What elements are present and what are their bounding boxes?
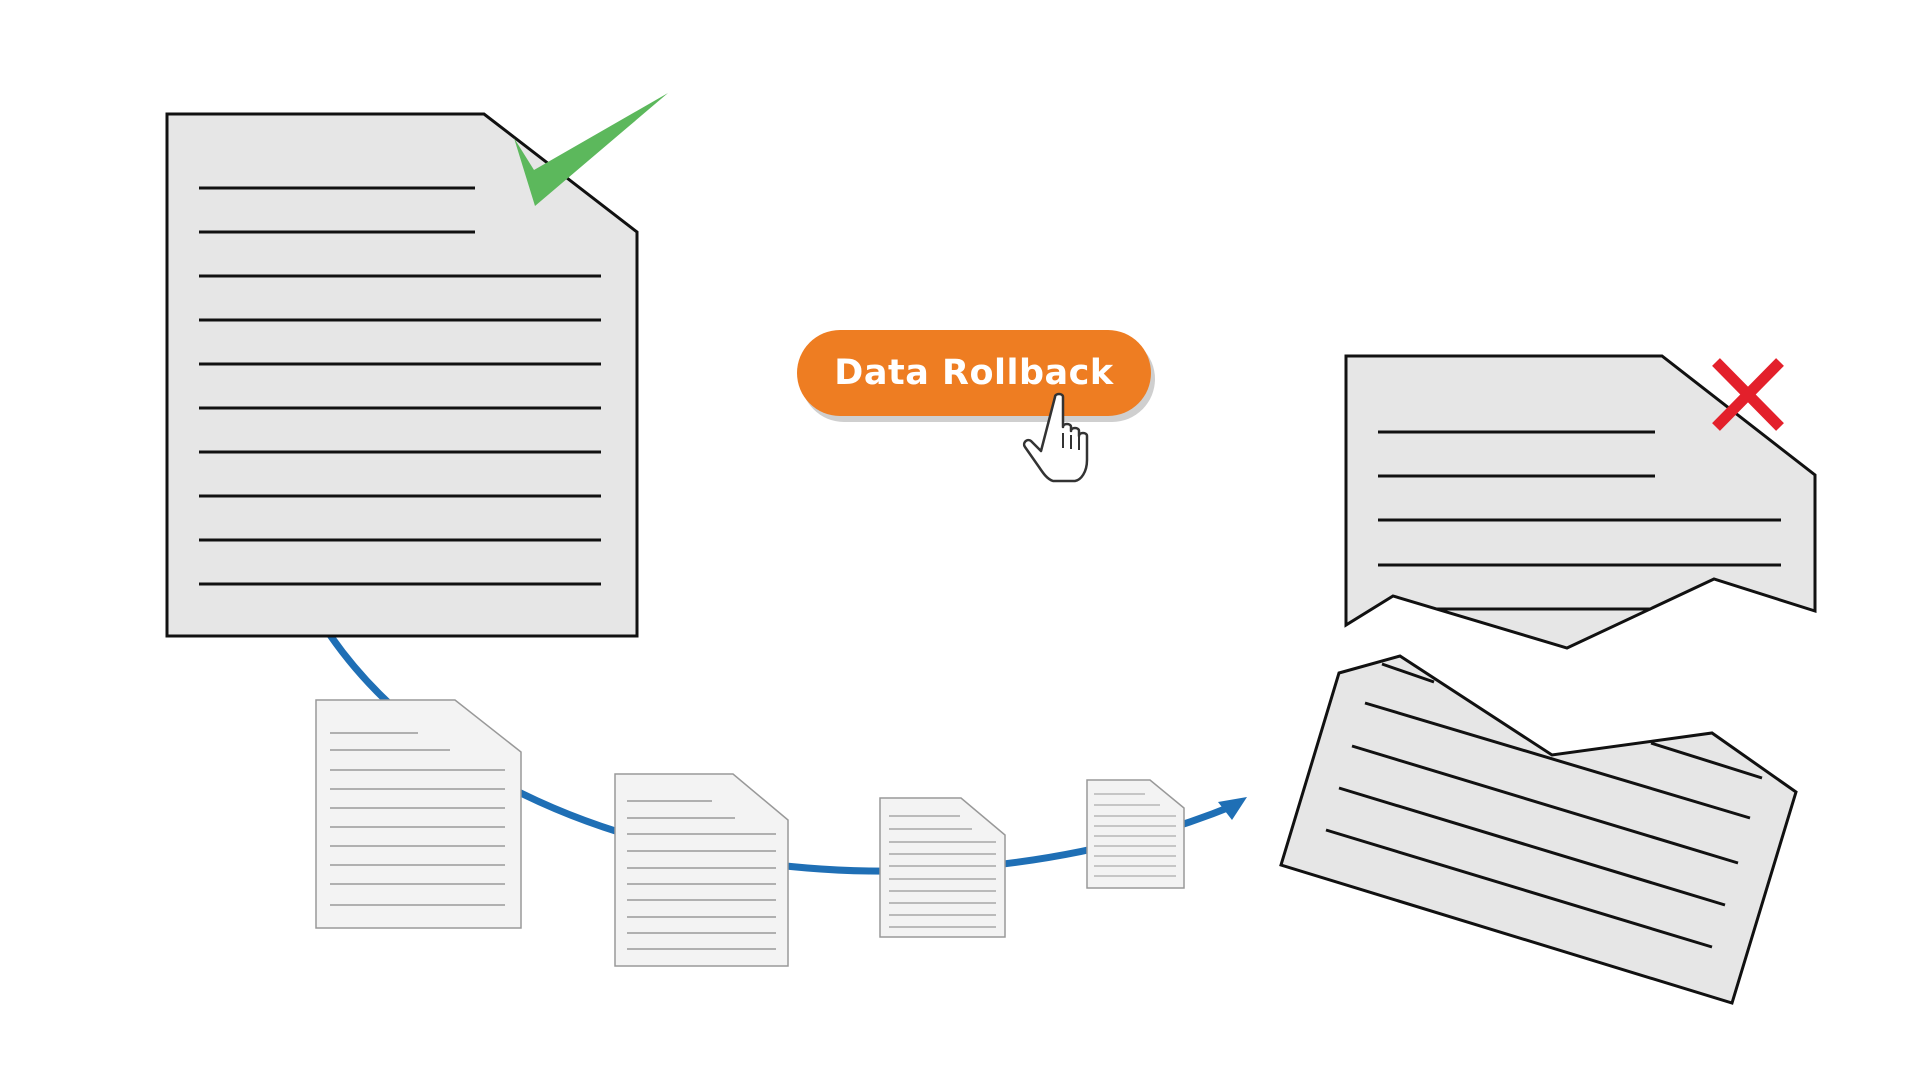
version-document — [1086, 779, 1185, 889]
version-document — [614, 773, 789, 967]
valid-document — [165, 93, 668, 638]
data-rollback-button-label: Data Rollback — [834, 353, 1114, 393]
version-document — [315, 699, 522, 929]
corrupted-document-top — [1344, 354, 1817, 650]
check-mark-icon — [514, 93, 668, 206]
corrupted-document-bottom — [1279, 654, 1798, 1005]
version-document — [879, 797, 1006, 938]
cross-mark-icon — [1712, 358, 1784, 431]
arrowhead-icon — [1218, 797, 1247, 820]
data-rollback-button[interactable]: Data Rollback — [797, 330, 1151, 416]
